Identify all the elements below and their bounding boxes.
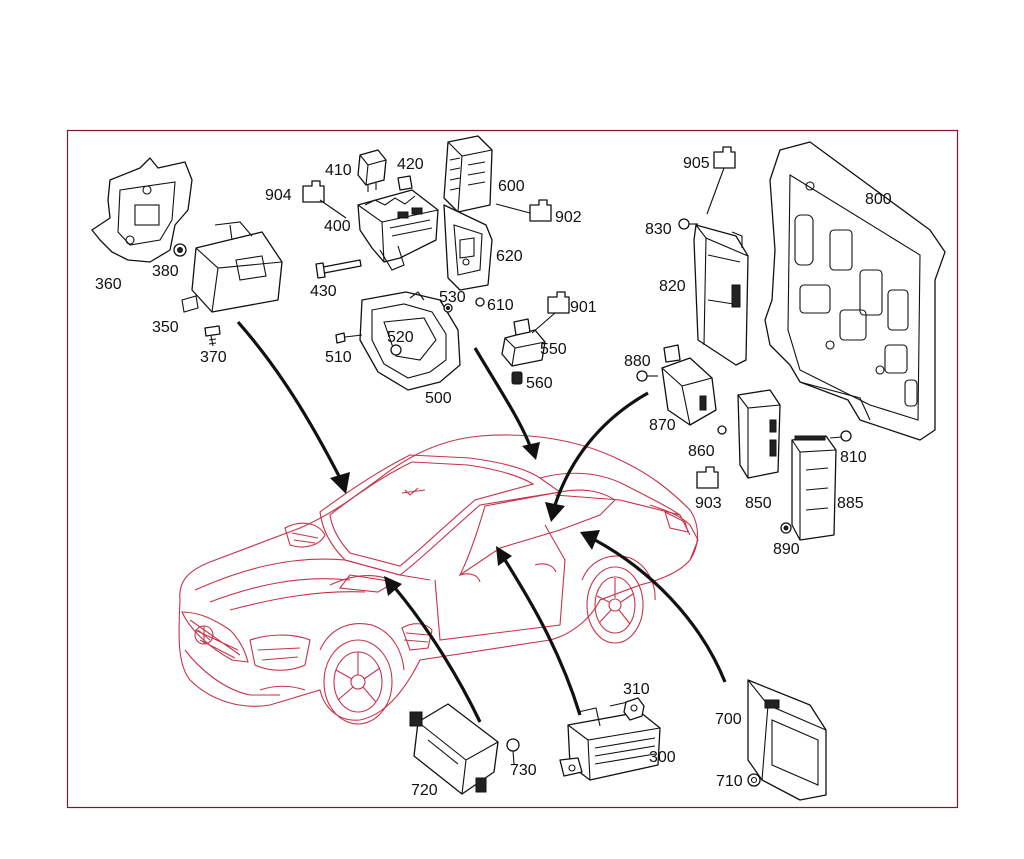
label-510: 510 — [325, 349, 352, 366]
vehicle-outline — [178, 434, 699, 725]
label-530: 530 — [439, 289, 466, 306]
bracket-620 — [443, 204, 493, 291]
label-300: 300 — [649, 749, 676, 766]
label-550: 550 — [540, 341, 567, 358]
label-560: 560 — [526, 375, 553, 392]
label-850: 850 — [745, 495, 772, 512]
screw-880 — [636, 370, 658, 382]
label-420: 420 — [397, 156, 424, 173]
bolt-430 — [315, 259, 362, 279]
control-unit-820 — [693, 224, 749, 366]
screw-830 — [678, 218, 698, 230]
label-430: 430 — [310, 283, 337, 300]
screw-730 — [506, 738, 520, 765]
label-380: 380 — [152, 263, 179, 280]
fuse-box-400 — [357, 189, 439, 271]
label-600: 600 — [498, 178, 525, 195]
tag-icon-904 — [302, 180, 347, 219]
nut-890 — [780, 522, 792, 534]
label-610: 610 — [487, 297, 514, 314]
sensor-550 — [501, 318, 546, 367]
nut-610 — [475, 297, 485, 307]
label-310: 310 — [623, 681, 650, 698]
label-890: 890 — [773, 541, 800, 558]
diagram-border — [66, 129, 959, 809]
bracket-500 — [359, 291, 461, 391]
label-800: 800 — [865, 191, 892, 208]
nut-530 — [443, 303, 453, 313]
screw-370 — [204, 325, 221, 347]
label-903: 903 — [695, 495, 722, 512]
nut-520 — [390, 344, 402, 356]
screw-860 — [717, 425, 727, 435]
fuse-420 — [397, 175, 413, 191]
module-870 — [661, 344, 717, 426]
nut-380 — [173, 243, 187, 257]
module-720 — [409, 703, 499, 795]
label-720: 720 — [411, 782, 438, 799]
part-labels: 360 380 350 370 410 420 904 400 430 600 … — [95, 155, 892, 799]
relay-410 — [357, 149, 387, 192]
screw-510 — [335, 332, 363, 344]
label-730: 730 — [510, 762, 537, 779]
label-350: 350 — [152, 319, 179, 336]
control-unit-350 — [181, 221, 283, 313]
label-904: 904 — [265, 187, 292, 204]
label-885: 885 — [837, 495, 864, 512]
screw-560 — [511, 371, 523, 385]
callout-arrows — [236, 320, 727, 723]
tag-icon-901 — [531, 291, 570, 334]
bracket-360 — [91, 157, 193, 263]
label-905: 905 — [683, 155, 710, 172]
label-520: 520 — [387, 329, 414, 346]
label-360: 360 — [95, 276, 122, 293]
module-850 — [737, 389, 781, 479]
label-500: 500 — [425, 390, 452, 407]
module-700 — [747, 679, 827, 801]
nut-310 — [623, 697, 645, 721]
label-410: 410 — [325, 162, 352, 179]
module-885 — [791, 435, 837, 541]
label-810: 810 — [840, 449, 867, 466]
label-370: 370 — [200, 349, 227, 366]
label-400: 400 — [324, 218, 351, 235]
tag-icon-905 — [706, 146, 736, 215]
label-902: 902 — [555, 209, 582, 226]
label-620: 620 — [496, 248, 523, 265]
label-830: 830 — [645, 221, 672, 238]
label-710: 710 — [716, 773, 743, 790]
label-880: 880 — [624, 353, 651, 370]
label-820: 820 — [659, 278, 686, 295]
screw-810 — [829, 430, 852, 442]
module-300 — [559, 701, 661, 781]
panel-800 — [764, 141, 946, 441]
label-700: 700 — [715, 711, 742, 728]
label-870: 870 — [649, 417, 676, 434]
module-600 — [443, 135, 493, 213]
tag-icon-903 — [696, 466, 719, 489]
label-860: 860 — [688, 443, 715, 460]
label-901: 901 — [570, 299, 597, 316]
nut-710 — [747, 773, 761, 787]
tag-icon-902 — [495, 199, 552, 222]
